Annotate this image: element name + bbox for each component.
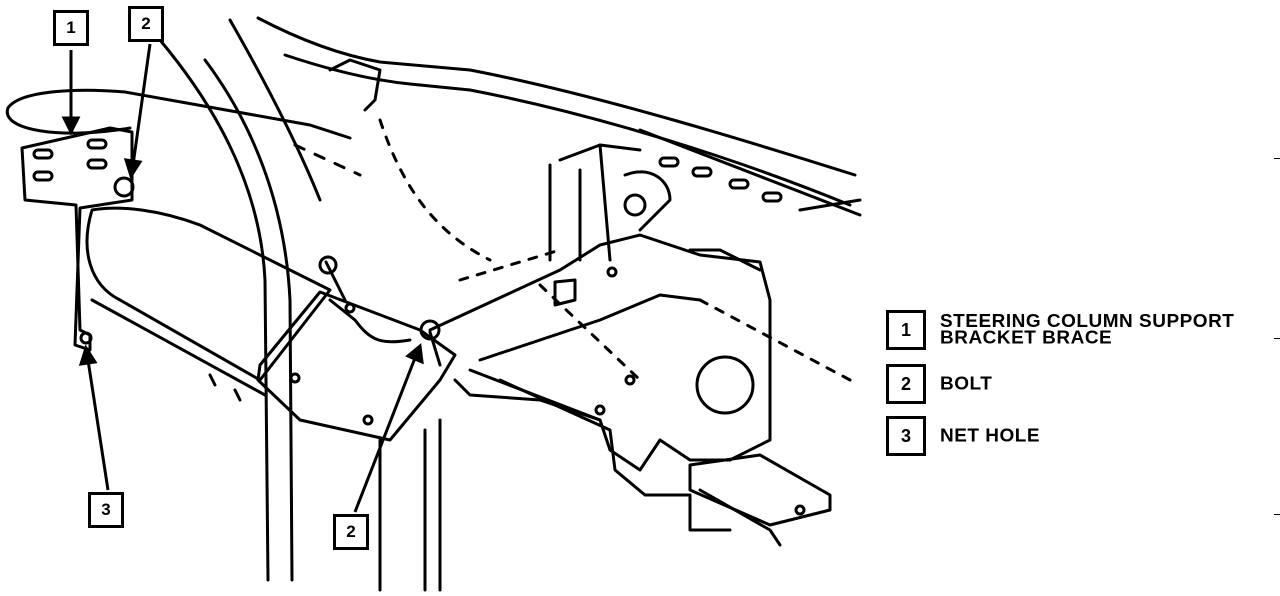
floor-bracket	[688, 453, 832, 527]
edge-tick	[1274, 338, 1280, 339]
edge-tick	[1274, 514, 1280, 515]
upper-rail-inner	[283, 53, 852, 207]
knee-bolster	[85, 206, 332, 382]
legend-number: 2	[886, 364, 926, 404]
legend-item-3: 3 NET HOLE	[886, 416, 1040, 456]
hidden-line-4	[538, 283, 642, 382]
rail-flange	[328, 58, 382, 112]
wire-loop	[5, 88, 352, 140]
right-structure	[428, 233, 772, 472]
legend-text: STEERING COLUMN SUPPORT BRACKET BRACE	[940, 311, 1235, 349]
callout-2-bottom: 2	[333, 514, 369, 550]
hidden-line-5	[698, 298, 852, 382]
callout-1-top: 1	[53, 10, 89, 46]
legend-number: 1	[886, 310, 926, 350]
callout-3-bottom: 3	[88, 492, 124, 528]
legend-item-1: 1 STEERING COLUMN SUPPORT BRACKET BRACE	[886, 310, 1234, 350]
upper-rail	[256, 16, 857, 177]
center-plate	[256, 290, 457, 442]
a-pillar-outer	[158, 38, 270, 582]
edge-tick	[1274, 158, 1280, 159]
hidden-line-1	[293, 143, 362, 177]
bracket-brace	[20, 126, 134, 352]
a-pillar-back	[228, 18, 322, 202]
hidden-line-2	[378, 118, 492, 262]
callout-2-top: 2	[128, 6, 164, 42]
bolt-center-left	[324, 260, 347, 302]
legend-text: BOLT	[940, 374, 993, 394]
upper-rail-lower	[638, 128, 862, 217]
legend-text: NET HOLE	[940, 426, 1041, 446]
legend-number: 3	[886, 416, 926, 456]
legend-item-2: 2 BOLT	[886, 364, 992, 404]
a-pillar-inner	[203, 58, 294, 582]
hidden-line-3	[458, 248, 562, 282]
